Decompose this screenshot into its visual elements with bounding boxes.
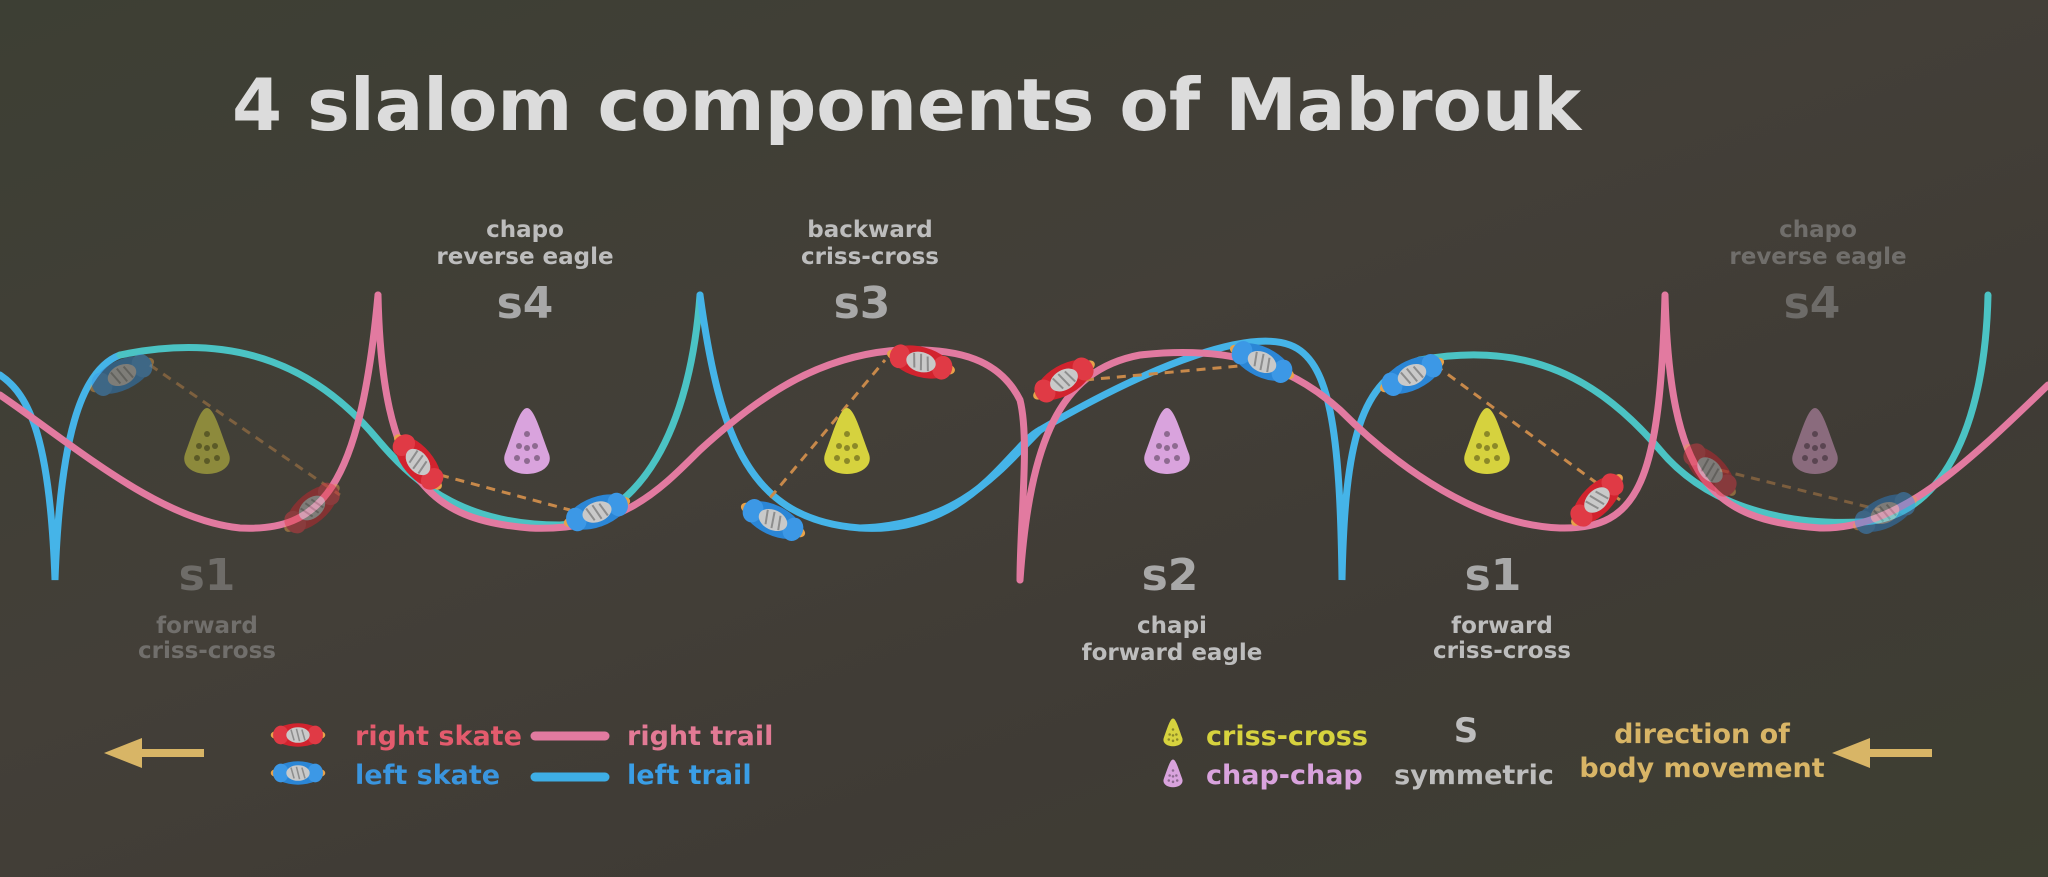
skate-icon <box>269 760 327 786</box>
legend-direction-line1: direction of <box>1614 719 1790 750</box>
component-label-line2: forward eagle <box>1082 640 1263 666</box>
legend-symmetric-symbol: S <box>1454 711 1479 751</box>
component-label-line2: criss-cross <box>801 244 939 270</box>
skate-icon <box>269 722 327 748</box>
cone-icon <box>1792 408 1838 474</box>
legend-direction-line2: body movement <box>1579 753 1824 784</box>
legend-right-trail: right trail <box>627 721 773 752</box>
left-trail <box>0 351 124 581</box>
legend-symmetric: symmetric <box>1394 760 1554 791</box>
cone-icon <box>1464 408 1510 474</box>
skate-icon <box>557 484 637 540</box>
component-labels: s1 forward criss-cross chapo reverse eag… <box>138 217 1907 666</box>
left-trail-teal <box>116 291 704 529</box>
component-s4-faded: chapo reverse eagle s4 <box>1729 217 1906 329</box>
component-label-line1: chapo <box>486 217 564 243</box>
right-trail <box>0 291 382 532</box>
component-s1-faded: s1 forward criss-cross <box>138 550 276 664</box>
component-label-line2: reverse eagle <box>436 244 613 270</box>
arrow-left-icon <box>104 738 204 768</box>
component-code: s3 <box>834 278 891 329</box>
right-trail <box>1661 291 2048 532</box>
skate-connectors <box>149 359 1881 512</box>
component-s4: chapo reverse eagle s4 <box>436 217 613 329</box>
component-label-line2: criss-cross <box>1433 638 1571 664</box>
skate-icon <box>733 490 813 550</box>
legend: right skate left skate right trail left … <box>104 711 1932 791</box>
component-label-line1: backward <box>807 217 933 243</box>
component-code: s1 <box>179 550 236 601</box>
skate-icon <box>1845 483 1925 543</box>
legend-chap-chap: chap-chap <box>1206 760 1363 791</box>
cone-icon <box>824 408 870 474</box>
component-label-line2: reverse eagle <box>1729 244 1906 270</box>
component-code: s4 <box>1784 278 1841 329</box>
trails <box>0 291 2048 584</box>
cone-icon <box>184 408 230 474</box>
right-trail <box>374 291 1028 584</box>
skate-icon <box>882 337 960 387</box>
left-trail-teal <box>1416 291 1992 526</box>
component-label-line1: chapi <box>1137 613 1207 639</box>
component-code: s4 <box>497 278 554 329</box>
component-s3: backward criss-cross s3 <box>801 217 939 329</box>
left-trail <box>856 426 1044 532</box>
arrow-left-icon <box>1832 738 1932 768</box>
component-code: s1 <box>1465 550 1522 601</box>
component-label-line1: forward <box>1451 613 1553 639</box>
cone-icon <box>1144 408 1190 474</box>
cone-icon <box>504 408 550 474</box>
page-title: 4 slalom components of Mabrouk <box>232 63 1583 147</box>
legend-criss-cross: criss-cross <box>1206 721 1368 752</box>
component-s2: s2 chapi forward eagle <box>1082 550 1263 666</box>
cone-icon <box>1163 759 1183 788</box>
legend-left-trail: left trail <box>627 760 752 791</box>
component-code: s2 <box>1142 550 1199 601</box>
legend-right-skate: right skate <box>355 721 522 752</box>
component-label-line2: criss-cross <box>138 638 276 664</box>
skates <box>82 332 1925 550</box>
component-s1: s1 forward criss-cross <box>1433 550 1571 664</box>
legend-left-skate: left skate <box>355 760 500 791</box>
cone-icon <box>1163 718 1183 747</box>
component-label-line1: chapo <box>1779 217 1857 243</box>
component-label-line1: forward <box>156 613 258 639</box>
left-trail <box>1036 337 1424 581</box>
